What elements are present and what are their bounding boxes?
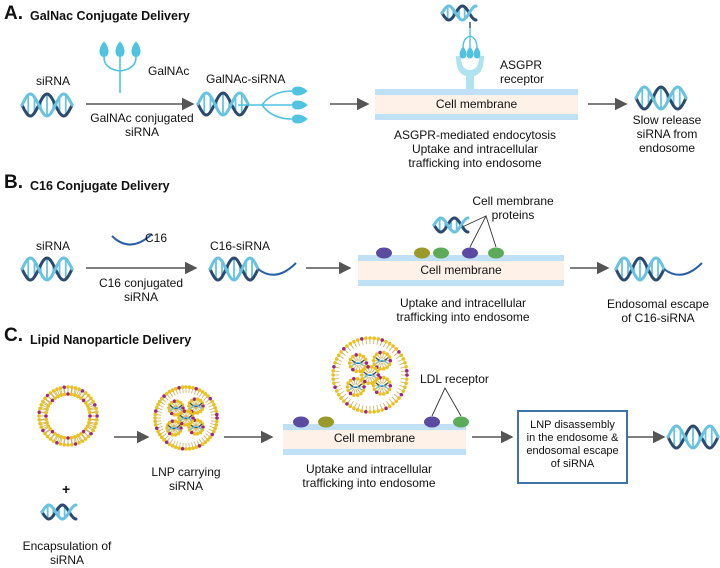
a-uptake-text: ASGPR-mediated endocytosis Uptake and in…: [370, 128, 580, 170]
a-conjugation-line-2: siRNA: [124, 125, 159, 139]
a-conjugation-label: GalNAc conjugated siRNA: [78, 111, 206, 139]
b-sirna-label: siRNA: [36, 239, 71, 253]
b-uptake-line-1: Uptake and intracellular: [399, 296, 527, 310]
section-b-letter: B.: [4, 172, 23, 193]
a-uptake-line-3: trafficking into endosome: [408, 156, 542, 170]
a-receptor-label: ASGPR receptor: [500, 58, 544, 86]
c-empty-lnp-icon: [37, 385, 99, 447]
c-membrane-label: Cell membrane: [333, 431, 416, 445]
c-membrane: [283, 424, 466, 455]
c-ldl-label: LDL receptor: [420, 372, 489, 386]
b-bound-sirna-icon: [432, 216, 470, 234]
c-uptake-line-1: Uptake and intracellular: [305, 462, 433, 476]
c-encapsulation-line-2: siRNA: [49, 553, 84, 567]
b-c16-label: C16: [145, 231, 168, 245]
c-uptake-line-2: trafficking into endosome: [302, 476, 436, 490]
a-conjugation-line-1: GalNAc conjugated: [90, 111, 194, 125]
c-final-sirna-icon: [666, 424, 720, 450]
b-uptake-line-2: trafficking into endosome: [396, 310, 530, 324]
section-b-title: C16 Conjugate Delivery: [30, 179, 170, 193]
b-proteins-line-1: Cell membrane: [472, 194, 554, 208]
section-a-title: GalNac Conjugate Delivery: [30, 9, 190, 23]
a-membrane: [375, 89, 578, 120]
b-result-line-1: Endosomal escape: [606, 297, 710, 311]
c-outcome-text: LNP disassembly in the endosome & endoso…: [519, 419, 626, 471]
c-encapsulation-line-1: Encapsulation of: [22, 539, 112, 553]
a-result-line-3: endosome: [638, 141, 696, 155]
c-lnp-line-1: LNP carrying: [151, 465, 221, 479]
b-membrane-label: Cell membrane: [420, 263, 502, 277]
section-a-letter: A.: [4, 3, 23, 24]
b-conjugation-line-1: C16 conjugated: [98, 276, 184, 290]
b-conjugation-label: C16 conjugated siRNA: [88, 276, 194, 304]
c-encapsulation-text: Encapsulation of siRNA: [8, 539, 126, 567]
a-galnac-icon: [99, 41, 141, 93]
a-uptake-line-1: ASGPR-mediated endocytosis: [393, 128, 557, 142]
b-sirna-icon: [20, 256, 74, 282]
c-free-sirna-icon: [40, 503, 78, 521]
a-galnac-ligand-icon: [238, 86, 308, 124]
a-galnac-sirna-icon: [196, 91, 250, 117]
a-receptor-icon: [456, 22, 484, 89]
a-galnac-sirna-label: GalNAc-siRNA: [206, 72, 286, 86]
b-proteins-line-2: proteins: [491, 208, 535, 222]
c-bound-lnp-icon: [331, 336, 409, 414]
section-c-letter: C.: [4, 325, 23, 346]
c-uptake-text: Uptake and intracellular trafficking int…: [264, 462, 474, 490]
a-receptor-line-1: ASGPR: [500, 58, 543, 72]
c-lnp-label: LNP carrying siRNA: [140, 465, 232, 493]
a-uptake-line-2: Uptake and intracellular: [411, 142, 539, 156]
b-uptake-text: Uptake and intracellular trafficking int…: [358, 296, 568, 324]
a-result-text: Slow release siRNA from endosome: [620, 113, 714, 155]
a-bound-sirna-icon: [440, 4, 478, 22]
b-membrane-proteins: [376, 214, 504, 259]
a-receptor-line-2: receptor: [500, 72, 545, 86]
a-sirna-icon: [20, 92, 74, 118]
b-conjugation-line-2: siRNA: [123, 290, 158, 304]
a-sirna-label: siRNA: [36, 74, 71, 88]
c-box-line-3: endosomal escape: [526, 445, 619, 457]
a-result-line-1: Slow release: [632, 113, 702, 127]
c-membrane-proteins: [293, 387, 469, 428]
b-c16-sirna-icon: [208, 256, 297, 282]
c-outcome-box: [517, 410, 628, 484]
a-membrane-label: Cell membrane: [435, 97, 518, 111]
c-loaded-lnp-icon: [153, 385, 219, 451]
c-box-line-1: LNP disassembly: [530, 419, 615, 431]
b-c16-sirna-label: C16-siRNA: [210, 239, 271, 253]
b-membrane: [358, 255, 564, 286]
b-proteins-label: Cell membrane proteins: [458, 194, 568, 222]
c-plus-sign: +: [62, 481, 71, 497]
c-box-line-2: in the endosome &: [526, 432, 619, 444]
c-box-line-4: of siRNA: [550, 458, 595, 470]
c-lnp-line-2: siRNA: [168, 479, 203, 493]
a-galnac-label: GalNAc: [148, 64, 190, 78]
b-result-text: Endosomal escape of C16-siRNA: [602, 297, 714, 325]
b-c16-chain-icon: [111, 233, 153, 246]
section-c-title: Lipid Nanoparticle Delivery: [30, 333, 192, 347]
b-escaped-sirna-icon: [614, 256, 703, 282]
b-result-line-2: of C16-siRNA: [621, 311, 695, 325]
a-result-line-2: siRNA from: [636, 127, 698, 141]
a-released-sirna-icon: [634, 85, 688, 111]
